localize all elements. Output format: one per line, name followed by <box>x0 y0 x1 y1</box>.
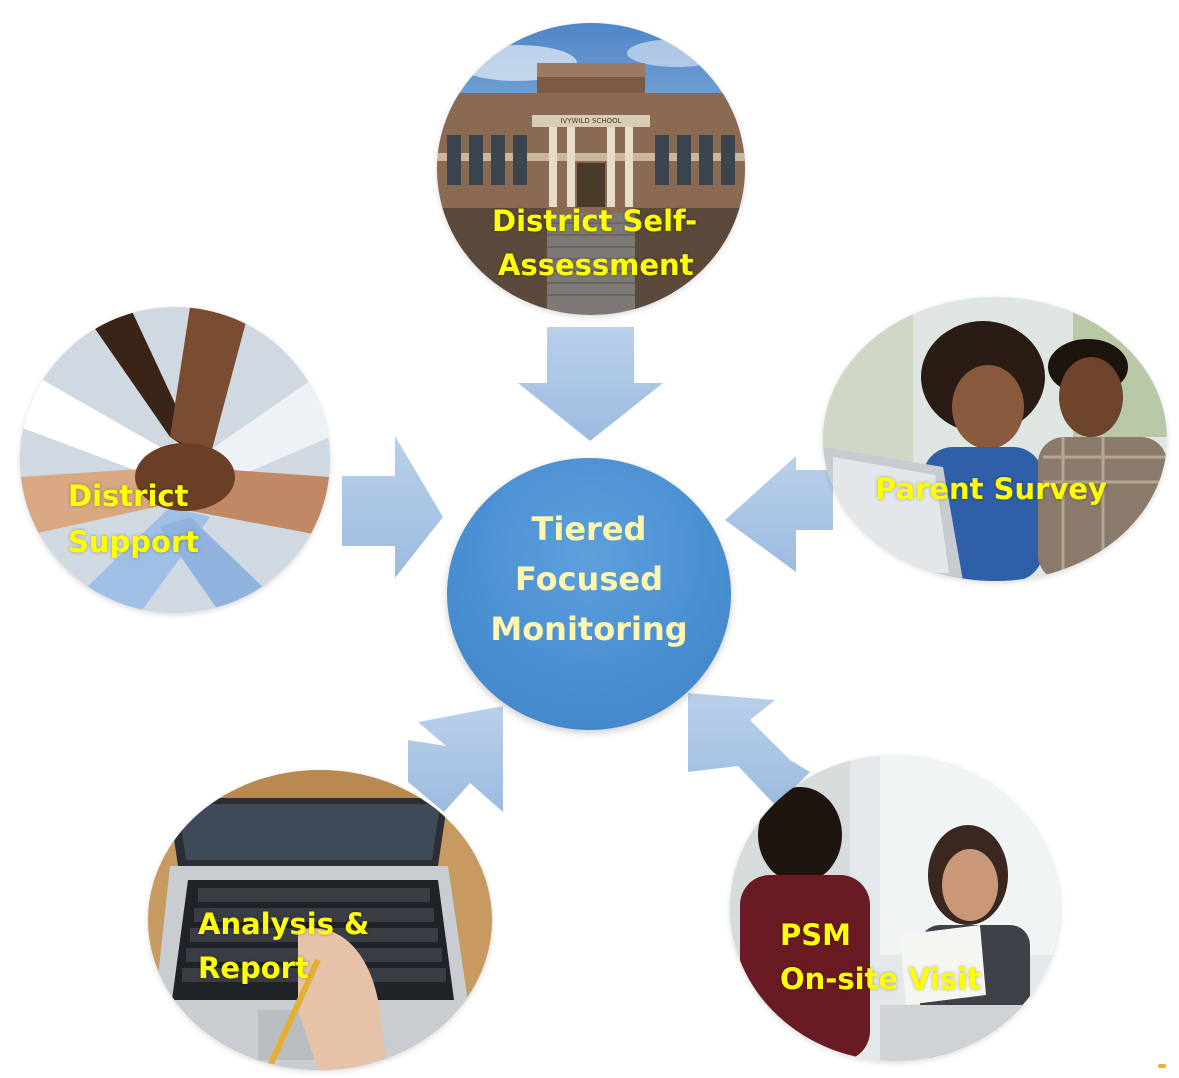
node-self-assessment: IVYWILD SCHOOL District Self- Assessment <box>437 23 745 315</box>
parent-survey-line-1: Parent Survey <box>875 472 1107 506</box>
node-district-support: District Support <box>20 307 330 613</box>
onsite-visit-line-2: On-site Visit <box>780 962 982 996</box>
parent-survey-label: Parent Survey <box>875 467 1107 511</box>
analysis-report-line-1: Analysis & <box>198 907 370 941</box>
hub-line-1: Tiered <box>531 510 647 548</box>
hub-line-2: Focused <box>515 560 663 598</box>
self-assessment-label: District Self- Assessment <box>492 199 697 287</box>
arrow-from-district-support <box>342 436 443 578</box>
school-building-photo: IVYWILD SCHOOL <box>437 23 745 315</box>
node-onsite-visit: PSM On-site Visit <box>730 755 1060 1061</box>
interview-meeting-photo <box>730 755 1060 1061</box>
couple-with-laptop-photo <box>823 297 1167 581</box>
analysis-report-label: Analysis & Report <box>198 902 369 990</box>
district-support-label: District Support <box>68 473 199 565</box>
arrow-from-self-assessment <box>518 327 663 441</box>
onsite-visit-label: PSM On-site Visit <box>780 913 981 1001</box>
node-parent-survey: Parent Survey <box>823 297 1167 581</box>
school-sign: IVYWILD SCHOOL <box>560 117 621 125</box>
self-assessment-line-2: Assessment <box>498 248 694 282</box>
corner-mark <box>1158 1064 1166 1068</box>
self-assessment-line-1: District Self- <box>492 204 698 238</box>
node-analysis-report: Analysis & Report <box>148 770 492 1070</box>
district-support-line-1: District <box>68 479 189 513</box>
hub-circle: Tiered Focused Monitoring <box>447 458 731 730</box>
hub-line-3: Monitoring <box>490 610 688 648</box>
stacked-hands-photo <box>20 307 330 613</box>
typing-on-laptop-photo <box>148 770 492 1070</box>
hub-label: Tiered Focused Monitoring <box>447 504 731 654</box>
onsite-visit-line-1: PSM <box>780 918 851 952</box>
analysis-report-line-2: Report <box>198 951 309 985</box>
arrow-from-parent-survey <box>725 456 833 572</box>
district-support-line-2: Support <box>68 525 200 559</box>
